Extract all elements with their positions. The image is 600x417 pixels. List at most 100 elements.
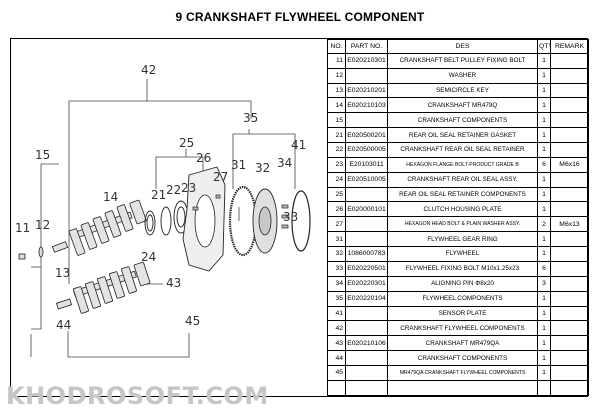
cell-no: 44 xyxy=(327,350,346,366)
cell-qty xyxy=(537,379,551,397)
callout-25: 25 xyxy=(179,136,195,150)
cell-no: 34 xyxy=(327,275,346,292)
cell-no: 14 xyxy=(327,97,346,114)
cell-remark xyxy=(550,127,589,144)
cell-qty: 6 xyxy=(537,156,551,173)
cell-des: CLUTCH HOUSING PLATE xyxy=(387,201,538,218)
cell-part-no xyxy=(345,379,388,397)
header-remark: REMARK xyxy=(550,39,589,54)
header-des: DES xyxy=(387,39,538,54)
cell-remark xyxy=(550,142,589,158)
cell-des: CRANKSHAFT COMPONENTS xyxy=(387,112,538,129)
cell-remark xyxy=(550,82,589,99)
cell-remark: M6x16 xyxy=(550,156,589,173)
callout-44: 44 xyxy=(56,318,72,332)
cell-no: 26 xyxy=(327,201,346,218)
cell-no: 45 xyxy=(327,364,346,381)
cell-no: 21 xyxy=(327,127,346,144)
cell-part-no: E020000101 xyxy=(345,201,388,218)
cell-des: CRANKSHAFT BELT PULLEY FIXING BOLT xyxy=(387,52,538,69)
cell-remark: M6x13 xyxy=(550,216,589,233)
cell-qty: 1 xyxy=(537,67,551,84)
callout-26: 26 xyxy=(196,151,212,165)
cell-remark xyxy=(550,350,589,366)
cell-des: HEXAGON FLANGE BOLT-PRODUCT GRADE B xyxy=(387,156,538,173)
cell-qty: 1 xyxy=(537,290,551,307)
cell-no xyxy=(327,379,346,397)
cell-no: 15 xyxy=(327,112,346,129)
cell-remark xyxy=(550,290,589,307)
cell-remark xyxy=(550,231,589,248)
cell-part-no xyxy=(345,112,388,129)
callout-27: 27 xyxy=(213,170,229,184)
cell-qty: 6 xyxy=(537,260,551,277)
cell-qty: 1 xyxy=(537,246,551,262)
page-title: 9 CRANKSHAFT FLYWHEEL COMPONENT xyxy=(175,10,425,24)
cell-no: 11 xyxy=(327,52,346,69)
callout-32: 32 xyxy=(255,161,271,175)
cell-remark xyxy=(550,246,589,262)
cell-remark xyxy=(550,305,589,322)
cell-des: REAR OIL SEAL RETAINER COMPONENTS xyxy=(387,186,538,203)
cell-no: 33 xyxy=(327,260,346,277)
cell-qty: 1 xyxy=(537,201,551,218)
cell-remark xyxy=(550,186,589,203)
cell-part-no xyxy=(345,231,388,248)
cell-part-no xyxy=(345,186,388,203)
cell-des: SEMICIRCLE KEY xyxy=(387,82,538,99)
cell-des: SENSOR PLATE xyxy=(387,305,538,322)
cell-remark xyxy=(550,275,589,292)
cell-remark xyxy=(550,171,589,188)
cell-qty: 1 xyxy=(537,350,551,366)
header-qty: QTY xyxy=(537,39,551,54)
cell-remark xyxy=(550,97,589,114)
callout-41: 41 xyxy=(291,138,307,152)
cell-qty: 1 xyxy=(537,305,551,322)
cell-qty: 1 xyxy=(537,171,551,188)
cell-des: FLYWHEEL GEAR RING xyxy=(387,231,538,248)
cell-qty: 1 xyxy=(537,231,551,248)
cell-part-no xyxy=(345,216,388,233)
cell-no: 12 xyxy=(327,67,346,84)
cell-des: CRANKSHAFT FLYWHEEL COMPONENTS xyxy=(387,320,538,337)
cell-qty: 1 xyxy=(537,97,551,114)
cell-remark xyxy=(550,260,589,277)
cell-part-no: E020220301 xyxy=(345,275,388,292)
cell-part-no: E020210301 xyxy=(345,52,388,69)
cell-des: HEXAGON HEAD BOLT & PLAIN WASHER ASSY. xyxy=(387,216,538,233)
cell-des: REAR OIL SEAL RETAINER GASKET xyxy=(387,127,538,144)
cell-remark xyxy=(550,364,589,381)
table-header-row: NO. PART NO. DES QTY REMARK xyxy=(327,39,589,54)
cell-no: 22 xyxy=(327,142,346,158)
cell-des: FLYWHEEL xyxy=(387,246,538,262)
cell-qty: 1 xyxy=(537,82,551,99)
cell-remark xyxy=(550,67,589,84)
cell-des: WASHER xyxy=(387,67,538,84)
exploded-parts-diagram: 42 35 15 25 26 41 14 21 22 23 27 31 32 3… xyxy=(11,39,327,396)
cell-part-no xyxy=(345,67,388,84)
callout-45: 45 xyxy=(185,314,201,328)
callout-43: 43 xyxy=(166,276,182,290)
cell-qty: 1 xyxy=(537,320,551,337)
cell-part-no xyxy=(345,350,388,366)
cell-des: CRANKSHAFT MR479QA xyxy=(387,335,538,352)
cell-qty: 1 xyxy=(537,335,551,352)
cell-part-no xyxy=(345,305,388,322)
cell-remark xyxy=(550,201,589,218)
cell-no: 43 xyxy=(327,335,346,352)
diagram-drawing xyxy=(18,79,311,358)
